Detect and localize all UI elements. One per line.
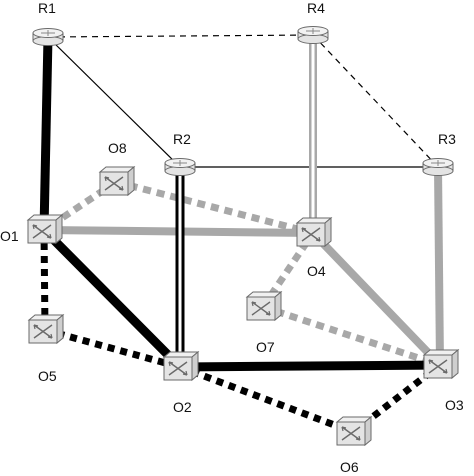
link-o1-o5 — [40, 229, 49, 331]
node-label-r4: R4 — [307, 0, 325, 16]
nodes-layer — [26, 26, 460, 447]
node-label-r2: R2 — [173, 131, 191, 147]
link-o2-o6 — [178, 363, 355, 436]
link-o3-r3 — [433, 162, 445, 370]
node-label-o4: O4 — [307, 263, 326, 279]
link-o8-o4 — [115, 178, 314, 237]
node-label-r1: R1 — [38, 0, 56, 16]
link-o5-o2 — [44, 326, 181, 371]
router-r1-icon — [32, 28, 64, 46]
node-label-o3: O3 — [445, 397, 464, 413]
router-r4-icon — [297, 26, 329, 44]
link-o7-o3 — [261, 303, 442, 369]
node-label-o5: O5 — [38, 368, 57, 384]
node-label-o8: O8 — [108, 140, 127, 156]
optical-switch-o4-icon — [295, 216, 333, 248]
link-o1-o2 — [37, 223, 187, 374]
node-label-o7: O7 — [256, 339, 275, 355]
link-o4-o3 — [307, 227, 446, 371]
node-label-o2: O2 — [173, 399, 192, 415]
optical-switch-o5-icon — [27, 313, 65, 345]
link-r1-o1 — [39, 32, 53, 235]
optical-switch-o7-icon — [245, 290, 283, 322]
link-o2-o3 — [175, 360, 445, 372]
node-label-o6: O6 — [340, 459, 359, 475]
link-r1-r2 — [47, 36, 181, 168]
router-r3-icon — [422, 158, 454, 176]
node-label-r3: R3 — [438, 131, 456, 147]
optical-switch-o6-icon — [335, 415, 373, 447]
optical-switch-o2-icon — [162, 350, 200, 382]
optical-switch-o8-icon — [98, 165, 136, 197]
links-layer — [37, 31, 446, 436]
optical-switch-o3-icon — [422, 348, 460, 380]
router-r2-icon — [164, 158, 196, 176]
link-r1-r4 — [47, 34, 314, 38]
optical-switch-o1-icon — [26, 213, 64, 245]
link-r4-r3 — [312, 34, 439, 168]
node-label-o1: O1 — [0, 228, 19, 244]
